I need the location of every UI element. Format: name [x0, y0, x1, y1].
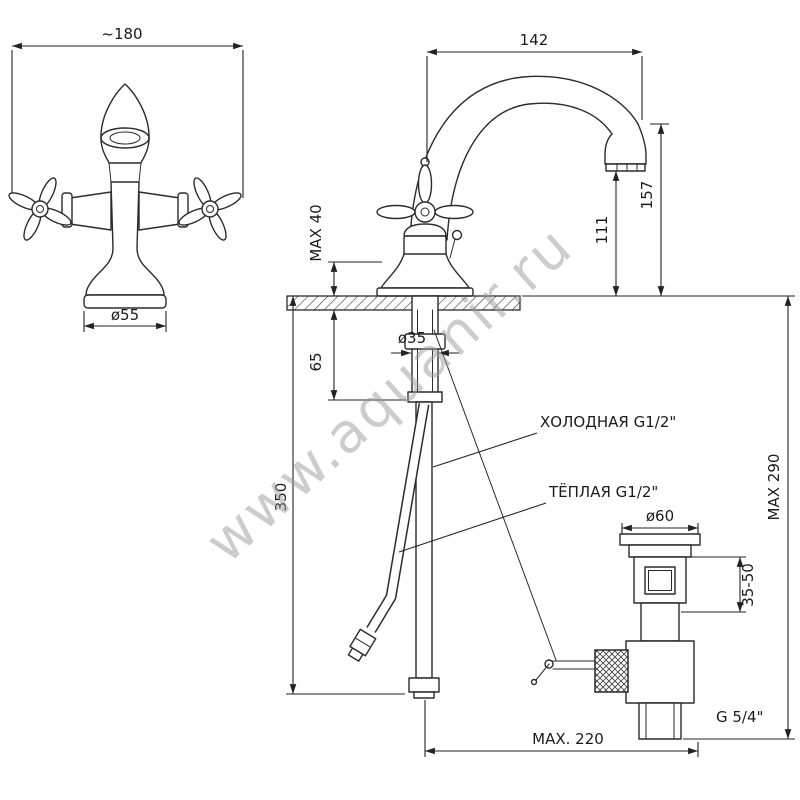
- total-height-dim: MAX 290: [765, 454, 783, 521]
- hole-dim: ø35: [398, 329, 426, 347]
- drain-assembly: [594, 533, 701, 740]
- drain-thread-label: G 5/4": [716, 708, 763, 726]
- spout-height-dim: 157: [638, 181, 656, 210]
- deck-section: [286, 295, 521, 311]
- hose-length-dim: 350: [272, 483, 290, 512]
- reach-dim: 142: [520, 31, 549, 49]
- warm-supply-label: ТЁПЛАЯ G1/2": [548, 482, 658, 501]
- front-width-dim: ~180: [101, 25, 142, 43]
- front-view: ~180 ø: [8, 25, 244, 332]
- outlet-height-dim: 111: [593, 216, 611, 245]
- front-base-dim: ø55: [111, 306, 139, 324]
- side-view: 142 157 111 MAX 40 65 ø35 350 MAX 290: [272, 31, 795, 757]
- side-spout-inner: [446, 102, 613, 241]
- front-spout: [100, 83, 150, 164]
- cold-supply-label: ХОЛОДНАЯ G1/2": [540, 413, 676, 431]
- rod-reach-dim: MAX. 220: [532, 730, 604, 748]
- knurled-nut: [594, 649, 629, 693]
- front-left-handle: [8, 177, 72, 241]
- front-right-handle: [178, 177, 242, 241]
- drain-adjust-dim: 35-50: [739, 563, 757, 607]
- pop-up-rod: [433, 329, 557, 661]
- deck-thickness-dim: MAX 40: [307, 204, 325, 261]
- under-deck-dim: 65: [307, 352, 325, 371]
- lift-rod-knob: [451, 229, 463, 241]
- side-handle: [376, 157, 474, 223]
- drain-flange-dim: ø60: [646, 507, 674, 525]
- watermark-text: www.aquanir.ru: [194, 213, 586, 575]
